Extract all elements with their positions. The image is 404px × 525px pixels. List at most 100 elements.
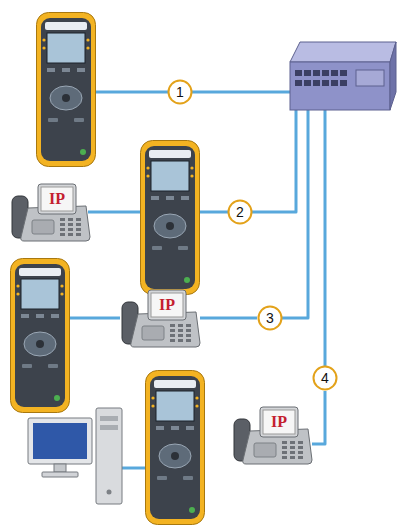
phone-key	[282, 441, 287, 444]
callout-number: 3	[266, 310, 274, 326]
phone-key	[290, 456, 295, 459]
switch-port	[340, 70, 347, 76]
switch-port	[313, 80, 320, 86]
network-tester	[146, 371, 205, 525]
phone-speaker	[254, 443, 276, 457]
cable	[70, 317, 120, 320]
switch-top	[290, 42, 396, 62]
network-tester	[37, 13, 96, 167]
phone-key	[68, 233, 73, 236]
text-holder: 1	[167, 79, 193, 105]
phone-key	[178, 324, 183, 327]
phone-key	[290, 441, 295, 444]
cable	[270, 110, 308, 318]
cable	[96, 91, 290, 94]
phone-logo: IP	[271, 413, 287, 431]
phone-key	[178, 329, 183, 332]
switch-front	[290, 62, 390, 110]
switch-port	[295, 70, 302, 76]
phone-key	[170, 339, 175, 342]
phone-key	[298, 446, 303, 449]
phone-key	[282, 446, 287, 449]
text-holder: IP	[41, 187, 73, 211]
pc-tower	[96, 408, 122, 504]
cable	[122, 467, 145, 470]
switch-panel	[356, 70, 384, 86]
pc-monitor	[28, 418, 92, 464]
phone-key	[60, 223, 65, 226]
text-holder: 3	[257, 305, 283, 331]
phone-key	[298, 456, 303, 459]
ip-phone: IP	[120, 288, 200, 348]
callout-number: 4	[321, 370, 329, 386]
phone-speaker	[32, 220, 54, 234]
switch-port	[295, 80, 302, 86]
phone-key	[170, 329, 175, 332]
pc-stand	[54, 464, 66, 472]
desktop-pc	[28, 408, 122, 504]
phone-display-housing	[260, 407, 298, 437]
cable	[200, 110, 296, 212]
phone-key	[178, 339, 183, 342]
switch-port	[340, 80, 347, 86]
network-switch	[290, 42, 396, 110]
cable	[88, 211, 140, 214]
callout-number: 2	[236, 204, 244, 220]
switch-ports	[295, 70, 347, 86]
phone-display	[151, 293, 183, 317]
network-cable	[312, 391, 325, 444]
pc-base	[42, 472, 78, 477]
phone-key	[298, 451, 303, 454]
switch-side	[390, 42, 396, 110]
switch-port	[313, 70, 320, 76]
pc-screen	[33, 423, 87, 459]
callout-circle-outline	[169, 81, 192, 104]
phone-key	[76, 233, 81, 236]
phone-key	[68, 228, 73, 231]
text-holder: IP	[263, 410, 295, 434]
pc-drive	[100, 425, 118, 430]
switch-port	[322, 70, 329, 76]
phone-key	[68, 218, 73, 221]
callout-circle: 4	[312, 365, 338, 391]
phone-key	[76, 223, 81, 226]
phone-key	[186, 339, 191, 342]
phone-key	[76, 218, 81, 221]
switch-port	[331, 70, 338, 76]
network-cable	[200, 317, 257, 320]
text-holder: 4	[312, 365, 338, 391]
phone-key	[60, 233, 65, 236]
phone-key	[282, 451, 287, 454]
callout-circle-outline	[259, 307, 282, 330]
switch-port	[322, 80, 329, 86]
phone-logo: IP	[159, 296, 175, 314]
callout-circle: 2	[227, 199, 253, 225]
phone-logo: IP	[49, 190, 65, 208]
network-tester	[11, 259, 70, 413]
phone-display	[263, 410, 295, 434]
cable	[324, 110, 327, 378]
text-holder: IP	[151, 293, 183, 317]
phone-speaker	[142, 326, 164, 340]
phone-key	[170, 334, 175, 337]
text-holder: 2	[227, 199, 253, 225]
phone-key	[282, 456, 287, 459]
phone-key	[186, 329, 191, 332]
phone-display-housing	[38, 184, 76, 214]
phone-key	[290, 446, 295, 449]
phone-key	[186, 334, 191, 337]
switch-port	[304, 80, 311, 86]
callout-circle: 3	[257, 305, 283, 331]
callout-circle-outline	[229, 201, 252, 224]
phone-key	[60, 218, 65, 221]
phone-key	[76, 228, 81, 231]
phone-key	[170, 324, 175, 327]
callout-number: 1	[176, 84, 184, 100]
phone-key	[60, 228, 65, 231]
ip-phone: IP	[232, 405, 312, 465]
switch-port	[304, 70, 311, 76]
pc-drive	[100, 416, 118, 421]
network-tester	[141, 141, 200, 295]
